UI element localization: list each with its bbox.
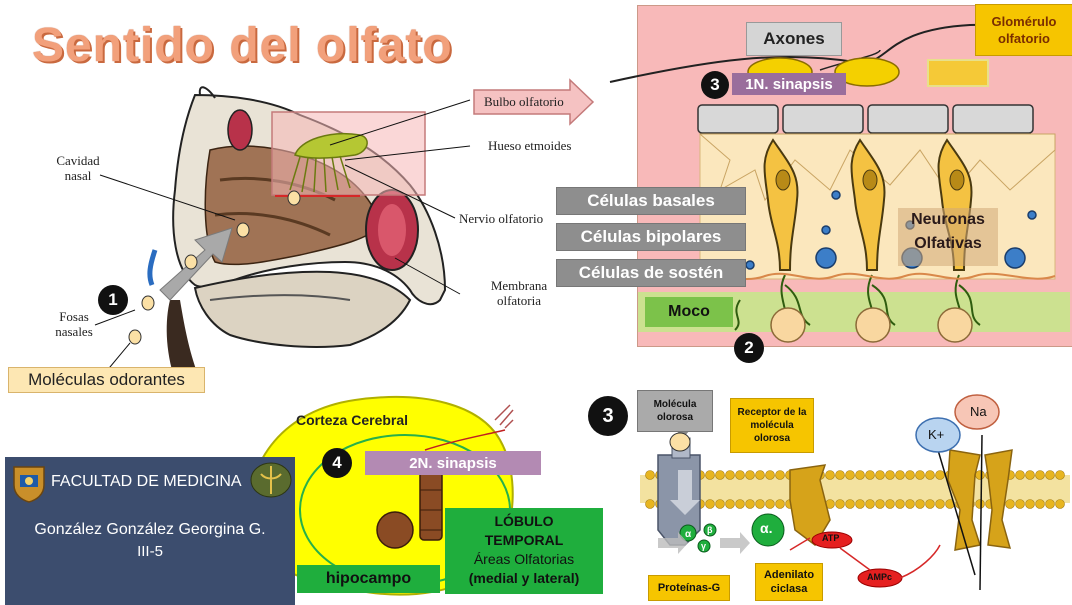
medicine-crest-icon: [250, 462, 292, 498]
label-proteinas-g: Proteínas-G: [648, 575, 730, 601]
label-facultad: FACULTAD DE MEDICINA: [51, 473, 242, 490]
label-alpha: α: [685, 529, 692, 540]
step-number-3-top: 3: [701, 71, 729, 99]
label-moleculas-odorantes: Moléculas odorantes: [8, 367, 205, 393]
label-ampc: AMPc: [867, 572, 893, 582]
step-number-3-bottom: 3: [588, 396, 628, 436]
label-atp: ATP: [822, 533, 840, 543]
facultad-panel: FACULTAD DE MEDICINA González González G…: [5, 457, 295, 605]
label-group: III-5: [137, 543, 163, 560]
label-celulas-bipolares: Células bipolares: [556, 223, 746, 251]
label-fosas-nasales: Fosas nasales: [55, 309, 93, 339]
label-sinapsis-1: 1N. sinapsis: [732, 73, 846, 95]
lobulo-line-1: LÓBULO: [494, 513, 554, 529]
page-title: Sentido del olfato: [32, 19, 453, 72]
lobulo-line-3: Áreas Olfatorias: [473, 551, 575, 567]
label-membrana-olfatoria: Membrana olfatoria: [490, 278, 548, 308]
label-adenilato-ciclasa: Adenilato ciclasa: [755, 563, 823, 601]
nasal-cavity-diagram: [94, 78, 595, 380]
label-sinapsis-2: 2N. sinapsis: [365, 451, 541, 475]
label-axones: Axones: [746, 22, 842, 56]
label-hueso-etmoides: Hueso etmoides: [488, 138, 572, 153]
label-bulbo-olfatorio: Bulbo olfatorio: [484, 94, 564, 109]
olfactory-epithelium-diagram: [609, 23, 1071, 343]
step-number-1: 1: [98, 285, 128, 315]
label-alpha-large: α.: [760, 520, 773, 536]
label-na-ion: Na: [970, 404, 987, 419]
lobulo-line-2: TEMPORAL: [484, 532, 564, 548]
label-moco: Moco: [645, 297, 733, 327]
label-author: González González Georgina G.: [34, 521, 266, 538]
label-k-ion: K+: [928, 427, 945, 442]
label-celulas-sosten: Células de sostén: [556, 259, 746, 287]
lobulo-line-4: (medial y lateral): [468, 570, 580, 586]
step-number-2: 2: [734, 333, 764, 363]
university-shield-icon: [13, 466, 45, 503]
step-number-4: 4: [322, 448, 352, 478]
label-gamma: γ: [701, 541, 707, 551]
label-hipocampo: hipocampo: [297, 565, 440, 593]
label-cavidad-nasal: Cavidad nasal: [56, 153, 100, 183]
label-nervio-olfatorio: Nervio olfatorio: [459, 211, 544, 226]
label-lobulo-temporal: LÓBULO TEMPORAL Áreas Olfatorias (medial…: [445, 508, 603, 594]
label-corteza-cerebral: Corteza Cerebral: [296, 412, 409, 428]
label-neuronas-olfativas: Neuronas Olfativas: [898, 208, 998, 266]
label-molecula-olorosa: Molécula olorosa: [637, 390, 713, 432]
label-glomerulo-olfatorio: Glomérulo olfatorio: [975, 4, 1072, 56]
label-celulas-basales: Células basales: [556, 187, 746, 215]
label-receptor-molecula: Receptor de la molécula olorosa: [730, 398, 814, 453]
label-beta: β: [707, 525, 713, 535]
receptor-membrane-diagram: [640, 394, 1070, 591]
